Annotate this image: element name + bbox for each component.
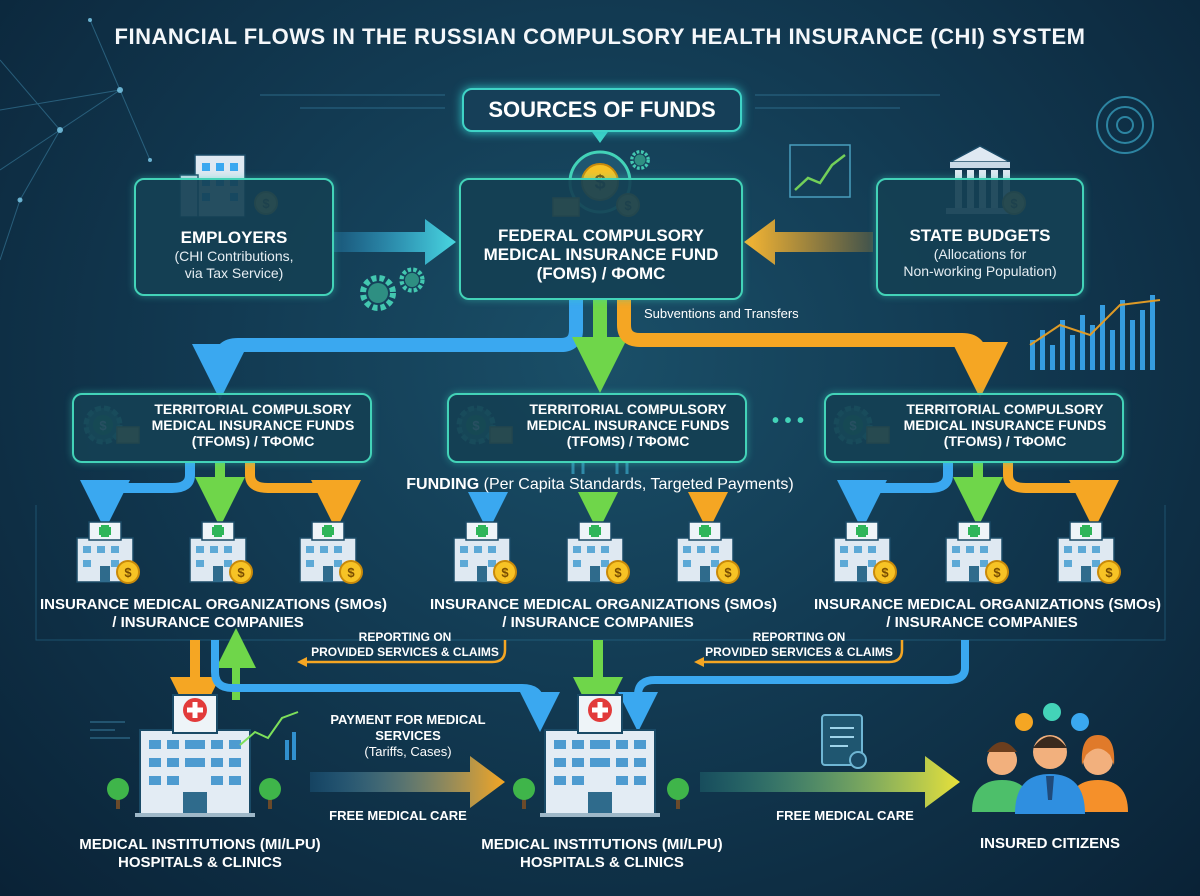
reporting-right-line-1: REPORTING ON <box>752 630 846 644</box>
state-budgets-detail-1: (Allocations for <box>933 246 1027 262</box>
mi-left-line-1: MEDICAL INSTITUTIONS (MI/LPU) <box>79 836 321 853</box>
tfoms-center-line-2: MEDICAL INSURANCE FUNDS <box>526 417 730 433</box>
chart-decoration <box>789 144 1161 370</box>
tfoms-center-line-3: (TFOMS) / ТФОМС <box>566 433 690 449</box>
citizens-icon <box>972 703 1128 814</box>
employers-detail-2: via Tax Service) <box>184 265 284 281</box>
smo-left-line-2: / INSURANCE COMPANIES <box>112 614 304 631</box>
more-tfoms-ellipsis: • • • <box>771 410 805 432</box>
tfoms-right-line-2: MEDICAL INSURANCE FUNDS <box>903 417 1107 433</box>
state-budgets-detail-2: Non-working Population) <box>903 263 1057 279</box>
payment-arrow <box>310 756 505 808</box>
left-hospital-icon <box>107 694 281 818</box>
free-care-right-label: FREE MEDICAL CARE <box>776 808 914 823</box>
state-budgets-name: STATE BUDGETS <box>909 226 1051 245</box>
employers-box <box>134 178 334 296</box>
tfoms-left-line-1: TERRITORIAL COMPULSORY <box>154 401 352 417</box>
network-decoration <box>0 19 151 261</box>
smo-center-line-2: / INSURANCE COMPANIES <box>502 614 694 631</box>
smo-center-line-1: INSURANCE MEDICAL ORGANIZATIONS (SMOs) <box>430 596 777 613</box>
center-hospital-icon <box>513 694 689 818</box>
tfoms-right-line-1: TERRITORIAL COMPULSORY <box>906 401 1104 417</box>
tfoms-right-line-3: (TFOMS) / ТФОМС <box>943 433 1067 449</box>
foms-line-2: MEDICAL INSURANCE FUND <box>483 245 719 264</box>
free-care-left-label: FREE MEDICAL CARE <box>329 808 467 823</box>
free-care-arrow <box>700 756 960 808</box>
sources-of-funds-label: SOURCES OF FUNDS <box>462 88 742 132</box>
foms-line-1: FEDERAL COMPULSORY <box>498 226 704 245</box>
mi-left-line-2: HOSPITALS & CLINICS <box>118 854 282 871</box>
subventions-label: Subventions and Transfers <box>644 306 799 321</box>
tfoms-box-center <box>447 393 747 463</box>
smo-right-line-2: / INSURANCE COMPANIES <box>886 614 1078 631</box>
payment-line-3: (Tariffs, Cases) <box>364 744 452 759</box>
foms-to-tfoms-left-arrow <box>192 298 583 400</box>
tfoms-box-left <box>72 393 372 463</box>
smo-icons <box>76 521 1121 584</box>
tfoms-left-line-3: (TFOMS) / ТФОМС <box>191 433 315 449</box>
mi-center-line-2: HOSPITALS & CLINICS <box>520 854 684 871</box>
foms-to-tfoms-right-arrow <box>617 298 1008 398</box>
foms-box <box>459 178 743 300</box>
funding-label-detail: (Per Capita Standards, Targeted Payments… <box>479 476 794 493</box>
reporting-left-line-2: PROVIDED SERVICES & CLAIMS <box>311 645 499 659</box>
state-to-foms-arrow <box>744 219 873 265</box>
target-decoration <box>1096 96 1154 154</box>
employers-name: EMPLOYERS <box>180 228 288 247</box>
insured-citizens-label: INSURED CITIZENS <box>979 835 1120 852</box>
diagram-title: FINANCIAL FLOWS IN THE RUSSIAN COMPULSOR… <box>114 24 1086 49</box>
state-budgets-box <box>876 178 1084 296</box>
tfoms-center-line-1: TERRITORIAL COMPULSORY <box>529 401 727 417</box>
smo-right-line-1: INSURANCE MEDICAL ORGANIZATIONS (SMOs) <box>814 596 1161 613</box>
payment-line-2: SERVICES <box>375 728 441 743</box>
funding-label: FUNDING (Per Capita Standards, Targeted … <box>380 475 820 494</box>
reporting-left-line-1: REPORTING ON <box>358 630 452 644</box>
tfoms-left-line-2: MEDICAL INSURANCE FUNDS <box>151 417 355 433</box>
reporting-right-line-2: PROVIDED SERVICES & CLAIMS <box>705 645 893 659</box>
employers-to-foms-arrow <box>330 219 456 265</box>
foms-line-3: (FOMS) / ФОМС <box>536 264 666 283</box>
smo-left-line-1: INSURANCE MEDICAL ORGANIZATIONS (SMOs) <box>40 596 387 613</box>
employers-detail-1: (CHI Contributions, <box>174 248 294 264</box>
funding-label-bold: FUNDING <box>406 476 480 493</box>
document-icon <box>821 714 867 769</box>
mi-center-line-1: MEDICAL INSTITUTIONS (MI/LPU) <box>481 836 723 853</box>
payment-line-1: PAYMENT FOR MEDICAL <box>330 712 486 727</box>
tfoms-box-right <box>824 393 1124 463</box>
